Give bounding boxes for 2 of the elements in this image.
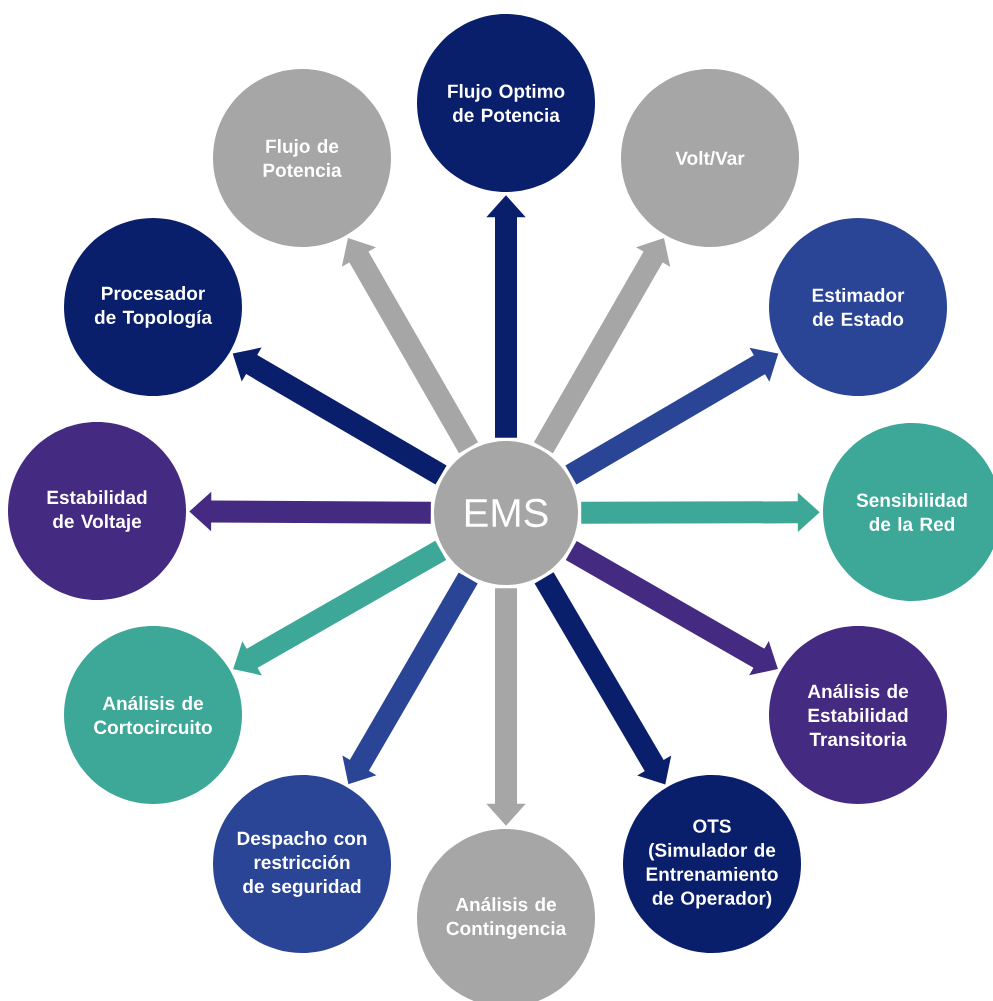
arrow	[341, 238, 479, 454]
arrow	[233, 540, 447, 676]
